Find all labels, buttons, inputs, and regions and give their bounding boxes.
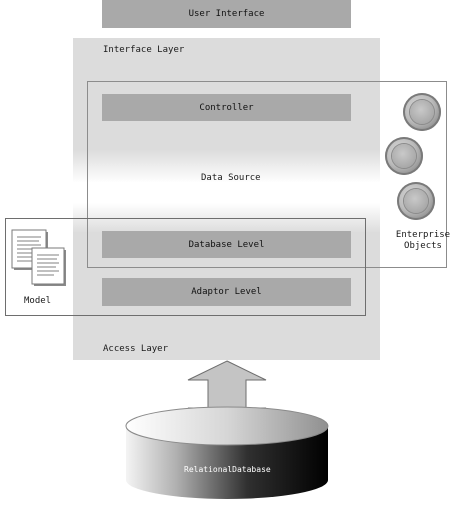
enterprise-objects-label: Enterprise Objects [393,230,453,252]
enterprise-objects-label-line1: Enterprise [395,230,451,240]
relational-database-label: RelationalDatabase [184,465,271,474]
adaptor-level-label: Adaptor Level [191,287,262,297]
data-source-label: Data Source [201,173,261,183]
enterprise-object-icon [403,93,441,131]
interface-layer-label: Interface Layer [103,45,185,55]
database-level-bar: Database Level [102,231,351,258]
enterprise-objects-outline [87,81,447,268]
adaptor-level-bar: Adaptor Level [102,278,351,306]
controller-label: Controller [199,102,254,113]
layer-stack [73,38,380,360]
access-layer-label: Access Layer [103,344,169,354]
user-interface-label: User Interface [188,9,265,19]
enterprise-object-icon [385,137,423,175]
model-label: Model [24,296,52,306]
database-level-label: Database Level [188,239,265,250]
document-stack-icon [11,229,66,286]
user-interface-bar: User Interface [102,0,351,28]
enterprise-object-icon [397,182,435,220]
database-cylinder-icon [125,406,329,499]
enterprise-objects-label-line2: Objects [404,241,442,251]
model-outline [5,218,366,316]
controller-bar: Controller [102,94,351,121]
